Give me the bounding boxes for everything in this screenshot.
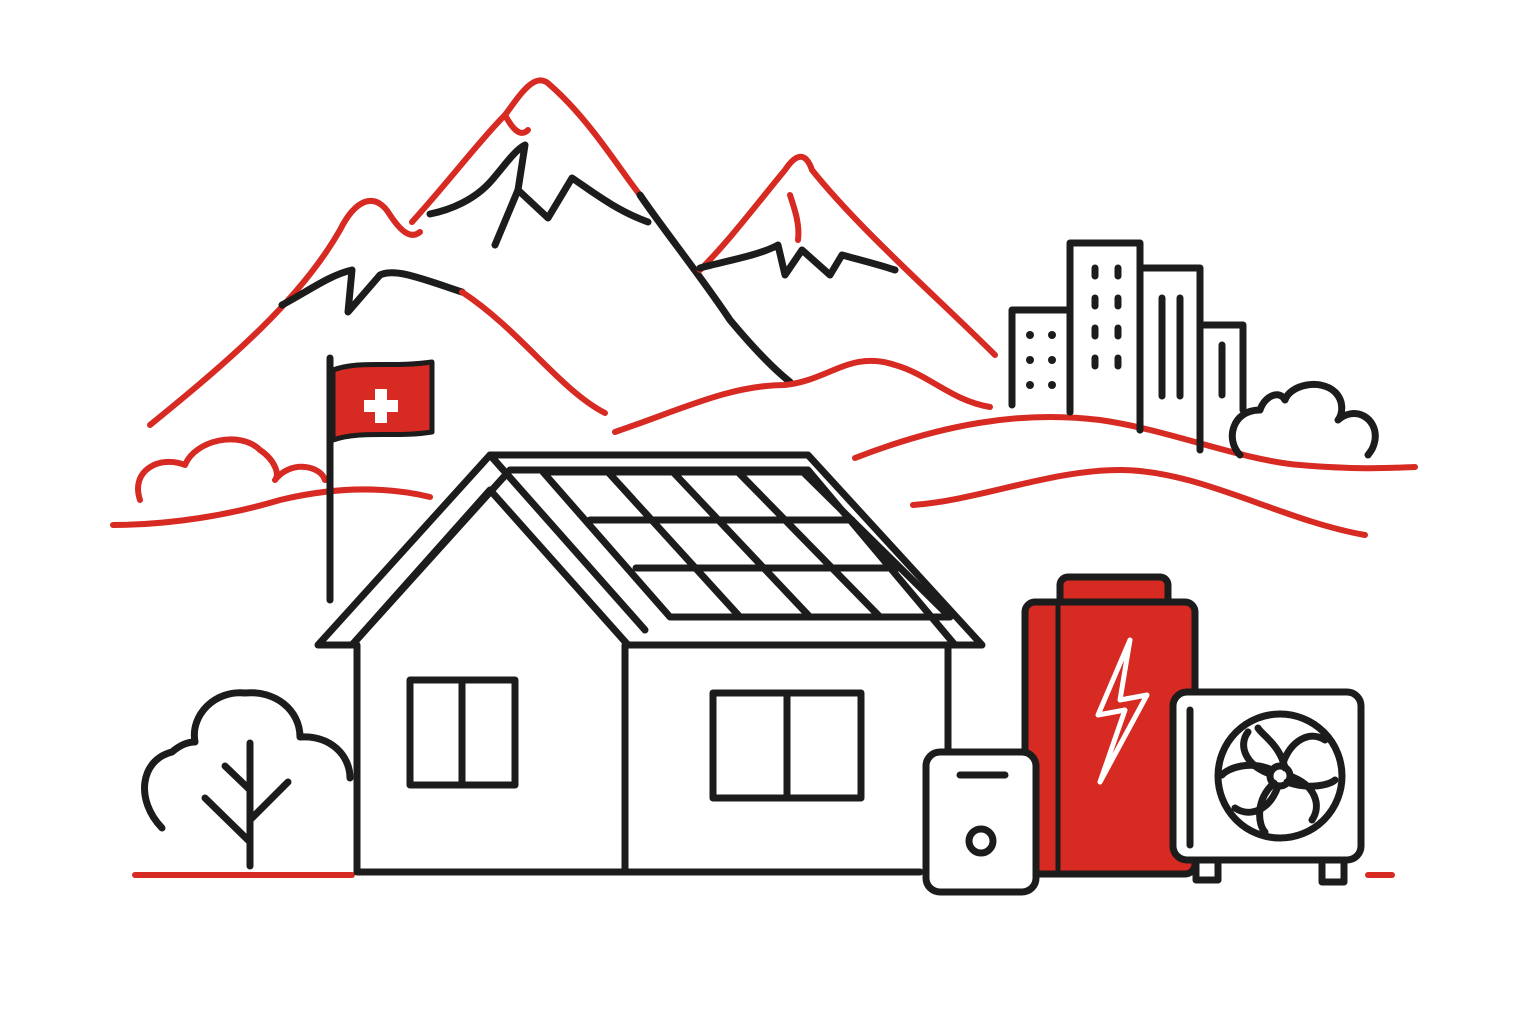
inverter-icon <box>922 748 1040 896</box>
mountain-icon <box>147 77 998 428</box>
house-icon <box>314 451 986 876</box>
solar-panel-icon <box>539 468 954 621</box>
heat-pump-icon <box>1169 688 1365 886</box>
hills <box>110 357 1418 538</box>
swiss-flag-icon <box>326 354 435 604</box>
cloud-icon <box>135 436 328 503</box>
bush-icon <box>1228 381 1379 459</box>
window <box>709 689 865 802</box>
window <box>406 676 519 789</box>
lightning-bolt-icon <box>1095 637 1150 785</box>
city-skyline-icon <box>1008 239 1247 454</box>
fan-icon <box>1214 710 1346 842</box>
tree-icon <box>141 689 354 870</box>
